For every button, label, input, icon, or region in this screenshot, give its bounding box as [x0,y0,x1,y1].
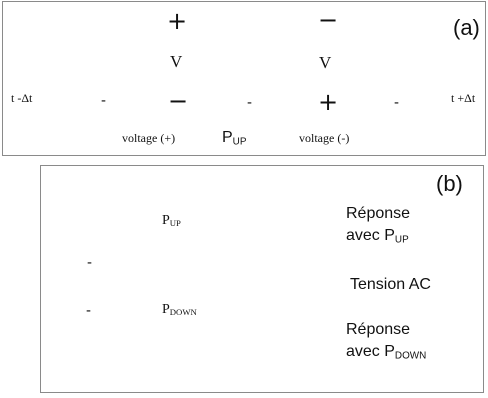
tension-ac-label: Tension AC [350,276,431,293]
cube-plus-label: + [83,186,93,203]
plus-sign: + [167,7,188,35]
cube-minus-label: - [247,94,252,111]
p-down-arrow-label: PDOWN [162,302,197,318]
response-up-label-line1: Réponse [346,205,411,222]
p-up-label-a: PUP [222,129,247,148]
cube-plus-label: + [390,27,400,44]
cube-minus-label: - [86,302,91,319]
voltage-negative-label: voltage (-) [299,131,350,145]
voltage-symbol: V [170,52,183,71]
panel-a-label: (a) [453,15,480,40]
response-down-label-line2: avec PDOWN [346,343,427,362]
cube-minus-label: - [394,94,399,111]
response-down-label-line1: Réponse [346,321,411,338]
minus-sign: − [318,6,339,34]
cube-minus-label: - [101,92,106,109]
minus-sign: − [168,87,189,115]
cube-minus-label: - [87,254,92,271]
cube-plus-label: + [82,366,92,383]
panel-b [40,165,484,393]
plus-sign: + [318,88,339,116]
cube-plus-label: + [243,30,253,47]
cube-plus-label: + [96,29,106,46]
panel-a [2,1,486,156]
time-after-label: t +Δt [451,91,476,105]
voltage-positive-label: voltage (+) [122,131,176,145]
panel-b-label: (b) [436,171,463,196]
p-up-arrow-label: PUP [162,213,181,229]
voltage-symbol: V [319,53,332,72]
response-up-label-line2: avec PUP [346,227,409,246]
time-before-label: t -Δt [11,91,33,105]
